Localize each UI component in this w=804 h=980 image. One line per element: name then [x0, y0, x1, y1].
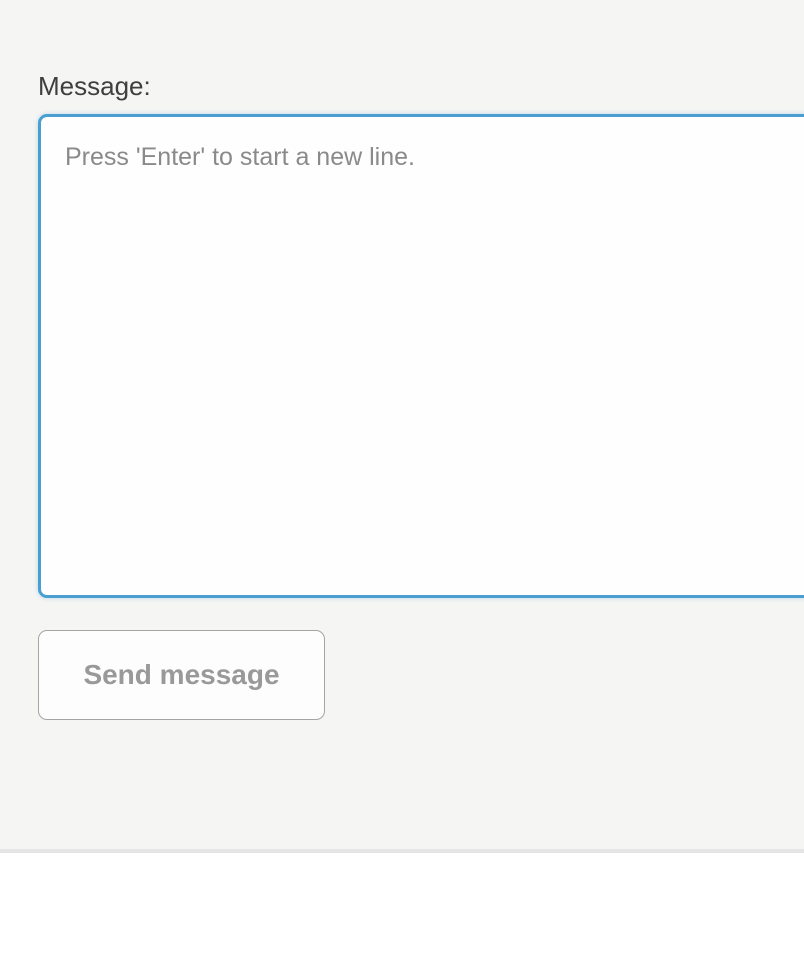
- message-form-section: Message: Send message: [0, 0, 804, 849]
- section-divider: [0, 849, 804, 853]
- send-message-button[interactable]: Send message: [38, 630, 325, 720]
- lower-content-area: [0, 853, 804, 980]
- message-textarea[interactable]: [38, 114, 804, 598]
- message-label: Message:: [38, 71, 151, 101]
